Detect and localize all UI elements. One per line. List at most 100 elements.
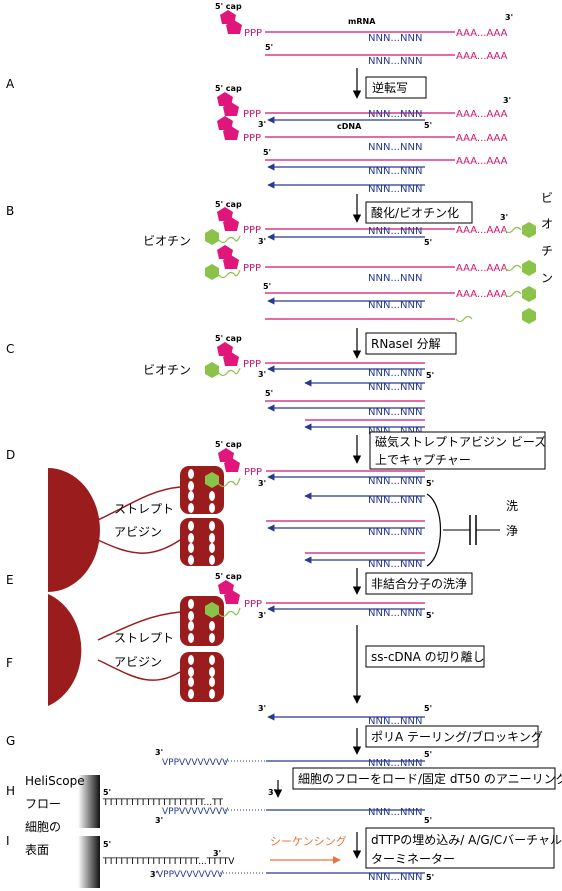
- step-label-a: A: [6, 77, 15, 91]
- streptavidin-protein: [180, 518, 224, 566]
- five-prime-label: 5': [424, 750, 432, 759]
- biotin-icon: [522, 222, 536, 238]
- step-text-f: ss-cDNA の切り離し: [371, 650, 485, 664]
- cap-label: 5' cap: [215, 84, 242, 93]
- aaa-label: AAA...AAA: [456, 133, 508, 144]
- step-box-a: [365, 76, 427, 99]
- biotin-label: ビオチン: [143, 234, 191, 248]
- step-box-g: [365, 725, 539, 748]
- streptavidin-label: ストレプト: [114, 631, 174, 645]
- step-label-i: I: [6, 834, 10, 848]
- cap-icon: [217, 116, 239, 140]
- five-prime-label: 5': [424, 121, 432, 130]
- step-box-b: [365, 201, 473, 224]
- three-prime-label: 3': [500, 213, 508, 222]
- wash-bracket: [426, 493, 442, 567]
- streptavidin-label: アビジン: [114, 525, 162, 539]
- nnn-label: NNN...NNN: [368, 758, 422, 769]
- biotin-linker: [218, 607, 241, 618]
- three-prime-label: 3': [258, 370, 266, 379]
- nnn-label: NNN...NNN: [368, 109, 422, 120]
- biotin-icon: [522, 260, 536, 276]
- cap-icon: [217, 342, 239, 366]
- biotin-icon: [205, 229, 219, 245]
- ppp-label: PPP: [244, 28, 262, 39]
- cdna-label: cDNA: [337, 122, 362, 131]
- oligo-t-strand: TTTTTTTTTTTTTTTTTTT...TT: [102, 798, 223, 808]
- step-text-e: 非結合分子の洗浄: [371, 576, 467, 591]
- streptavidin-protein: [180, 596, 224, 646]
- nnn-label: NNN...NNN: [368, 382, 422, 393]
- five-prime-label: 5': [265, 389, 273, 398]
- ppp-label: PPP: [244, 599, 262, 610]
- ppp-label: PPP: [243, 263, 261, 274]
- step-label-f: F: [6, 656, 13, 670]
- five-prime-label: 5': [426, 611, 434, 620]
- three-prime-label: 3': [258, 120, 266, 129]
- aaa-label: AAA...AAA: [456, 225, 508, 236]
- nnn-label: NNN...NNN: [368, 407, 422, 418]
- flowcell-surface: [78, 775, 100, 828]
- polya-tail: VPPVVVVVVVV: [162, 807, 229, 817]
- aaa-label: AAA...AAA: [456, 289, 508, 300]
- ppp-label: PPP: [244, 467, 262, 478]
- nnn-label: NNN...NNN: [368, 56, 422, 67]
- cap-label: 5' cap: [215, 440, 242, 449]
- biotin-linker: [218, 269, 241, 279]
- three-prime-label: 3': [258, 704, 266, 713]
- streptavidin-linker: [97, 611, 181, 641]
- three-prime-label: 3': [150, 870, 158, 879]
- flowcell-label: 表面: [25, 843, 49, 857]
- nnn-label: NNN...NNN: [368, 716, 422, 727]
- nnn-label: NNN...NNN: [368, 226, 422, 237]
- step-box-d: [369, 431, 546, 470]
- five-prime-label: 5': [426, 479, 434, 488]
- step-text-i-line1: dTTPの埋め込み/ A/G/Cバーチャル: [371, 833, 562, 847]
- five-prime-label: 5': [426, 873, 434, 882]
- nnn-label: NNN...NNN: [368, 608, 422, 619]
- biotin-vertical-char: ン: [541, 271, 553, 285]
- wash-label: 浄: [506, 524, 518, 538]
- step-box-i: [365, 827, 555, 869]
- step-label-g: G: [6, 734, 15, 748]
- wash-label: 洗: [506, 499, 518, 513]
- sequencing-label: シーケンシング: [270, 834, 347, 848]
- step-text-i: dTTPの埋め込み/ A/G/Cバーチャルターミネーター: [371, 833, 562, 866]
- five-prime-label: 5': [263, 148, 271, 157]
- magnetic-bead: [48, 468, 100, 592]
- three-prime-label: 3': [258, 237, 266, 246]
- step-text-h: 細胞のフローをロード/固定 dT50 のアニーリング: [298, 771, 562, 786]
- cap-label: 5' cap: [215, 334, 242, 343]
- nnn-label: NNN...NNN: [368, 807, 422, 818]
- polya-tail: VPPVVVVVVVV: [162, 758, 229, 768]
- step-text-g: ポリA テーリング/ブロッキング: [371, 729, 543, 744]
- biotin-label: ビオチン: [143, 363, 191, 377]
- streptavidin-label: ストレプト: [114, 502, 174, 516]
- biotin-linker: [504, 226, 522, 234]
- nnn-label: NNN...NNN: [368, 368, 422, 379]
- step-text-d-line2: 上でキャプチャー: [375, 453, 471, 467]
- streptavidin-linker: [97, 539, 181, 554]
- three-prime-label: 3': [505, 13, 513, 22]
- five-prime-label: 5': [263, 282, 271, 291]
- biotin-icon: [205, 264, 219, 280]
- nnn-label: NNN...NNN: [368, 184, 422, 195]
- ppp-label: PPP: [243, 359, 261, 370]
- streptavidin-label: アビジン: [114, 655, 162, 669]
- cap-icon: [217, 92, 239, 116]
- biotin-linker: [504, 264, 522, 272]
- biotin-vertical-char: オ: [541, 217, 553, 231]
- flowcell-label: フロー: [25, 797, 61, 811]
- biotin-linker: [218, 235, 241, 244]
- flowcell-label: 細胞の: [25, 820, 61, 834]
- aaa-label: AAA...AAA: [456, 263, 508, 274]
- aaa-label: AAA...AAA: [456, 109, 508, 120]
- five-prime-label: 5': [103, 840, 111, 849]
- five-prime-label: 5': [103, 788, 111, 797]
- step-text-d-line1: 磁気ストレプトアビジン ビーズ: [375, 434, 546, 449]
- polya-tail: VPPVVVVVVVV: [157, 870, 224, 880]
- biotin-linker: [218, 477, 241, 488]
- flowcell-label: HeliScope: [25, 774, 85, 788]
- flowcell-surface: [78, 836, 100, 888]
